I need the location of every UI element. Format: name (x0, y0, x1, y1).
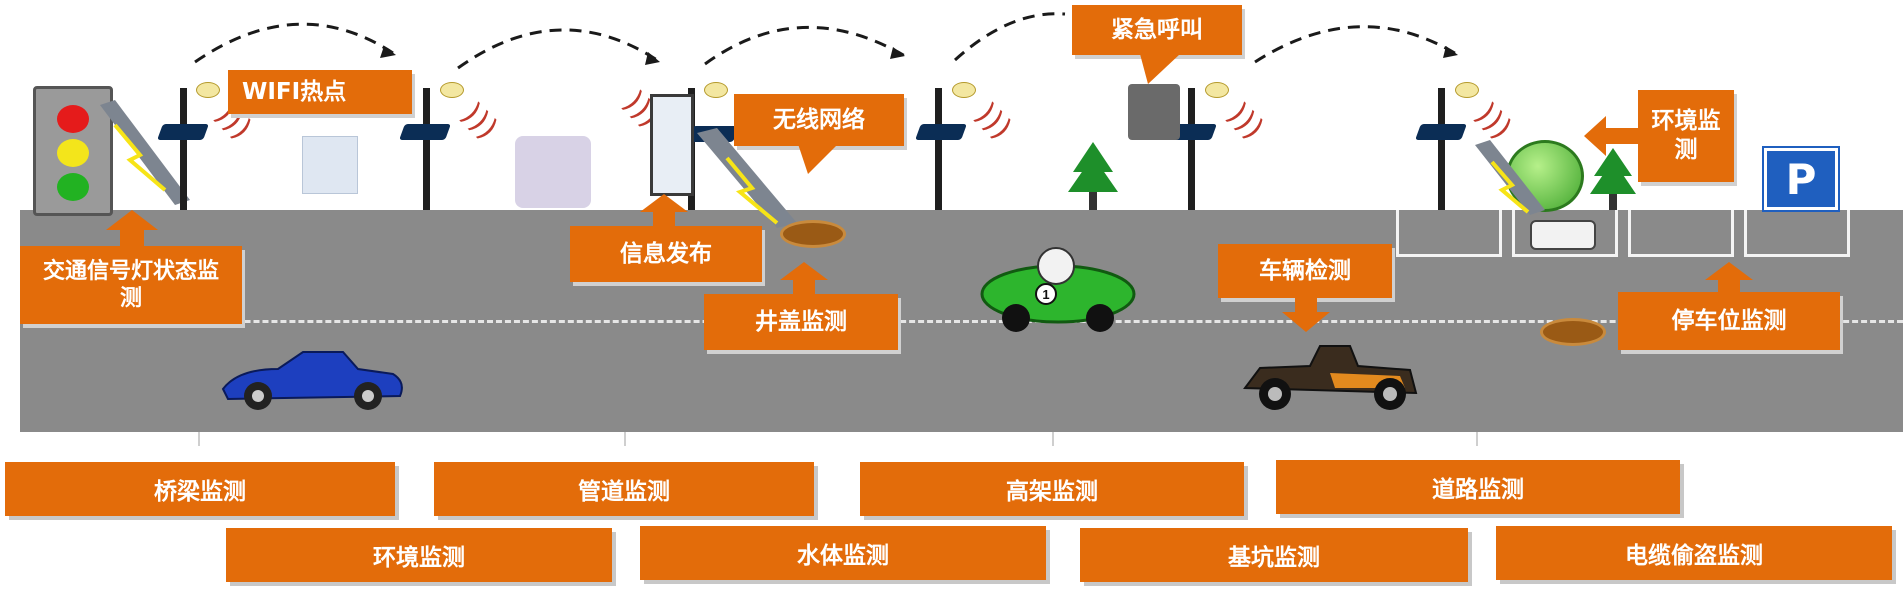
lamp-post (935, 88, 942, 210)
bottom-label-water: 水体监测 (640, 526, 1046, 580)
road-tick (1052, 432, 1054, 446)
bottom-label-foundation-pit: 基坑监测 (1080, 528, 1468, 582)
bottom-label-pipeline: 管道监测 (434, 462, 814, 516)
callout-pointer (798, 144, 838, 174)
parking-sign-icon: P (1764, 148, 1838, 210)
label-traffic-light: 交通信号灯状态监测 (20, 246, 242, 324)
lamp-icon (704, 82, 728, 98)
router-icon (157, 124, 209, 140)
arrow-left-icon (1584, 116, 1640, 156)
arrow-up-icon (780, 262, 828, 296)
label-wireless: 无线网络 (734, 94, 904, 146)
label-parking: 停车位监测 (1618, 292, 1840, 350)
wifi-user-icon (302, 136, 358, 194)
bottom-label-viaduct: 高架监测 (860, 462, 1244, 516)
lamp-icon (440, 82, 464, 98)
bottom-label-bridge: 桥梁监测 (5, 462, 395, 516)
bottom-label-cable-theft: 电缆偷盗监测 (1496, 526, 1892, 580)
arrow-down-icon (1282, 296, 1330, 332)
router-icon (399, 124, 451, 140)
lightning-icon (1475, 140, 1545, 215)
label-info: 信息发布 (570, 226, 762, 282)
lamp-icon (1455, 82, 1479, 98)
link-arcs (194, 12, 1459, 70)
person-umbrella-icon (515, 136, 591, 208)
lamp-icon (1205, 82, 1229, 98)
lamp-icon (196, 82, 220, 98)
traffic-light-icon (33, 86, 113, 216)
car-icon (221, 351, 403, 410)
tree-icon (1068, 142, 1118, 210)
speaker-icon (1128, 84, 1180, 140)
car-number: 1 (1042, 287, 1049, 302)
label-wifi: WIFI热点 (228, 70, 412, 114)
lamp-post (1188, 88, 1195, 210)
parking-slot (1628, 210, 1734, 257)
parking-slot (1396, 210, 1502, 257)
parking-slot (1744, 210, 1850, 257)
label-vehicle: 车辆检测 (1218, 244, 1392, 298)
arrow-up-icon (106, 210, 158, 248)
parking-slot (1512, 210, 1618, 257)
lane-divider (20, 320, 1903, 323)
lamp-icon (952, 82, 976, 98)
lightning-icon (697, 128, 797, 228)
router-icon (1415, 124, 1467, 140)
lamp-post (180, 88, 187, 210)
parked-car-icon (1530, 220, 1596, 250)
manhole-icon (1540, 318, 1606, 346)
road-tick (624, 432, 626, 446)
label-emergency: 紧急呼叫 (1072, 5, 1242, 55)
lightning-icon (100, 100, 190, 205)
bottom-label-road: 道路监测 (1276, 460, 1680, 514)
tree-icon (1590, 148, 1636, 210)
label-manhole: 井盖监测 (704, 294, 898, 350)
callout-pointer (1140, 54, 1180, 84)
info-display-icon (650, 94, 694, 196)
lamp-post (1438, 88, 1445, 210)
road-tick (198, 432, 200, 446)
bottom-label-environment: 环境监测 (226, 528, 612, 582)
router-icon (915, 124, 967, 140)
lamp-post (423, 88, 430, 210)
car-icon: 1 (980, 247, 1136, 332)
label-environment: 环境监测 (1638, 90, 1734, 182)
road-tick (1476, 432, 1478, 446)
arrow-up-icon (1705, 262, 1753, 296)
car-icon (1243, 345, 1418, 410)
arrow-up-icon (640, 194, 688, 228)
manhole-icon (780, 220, 846, 248)
